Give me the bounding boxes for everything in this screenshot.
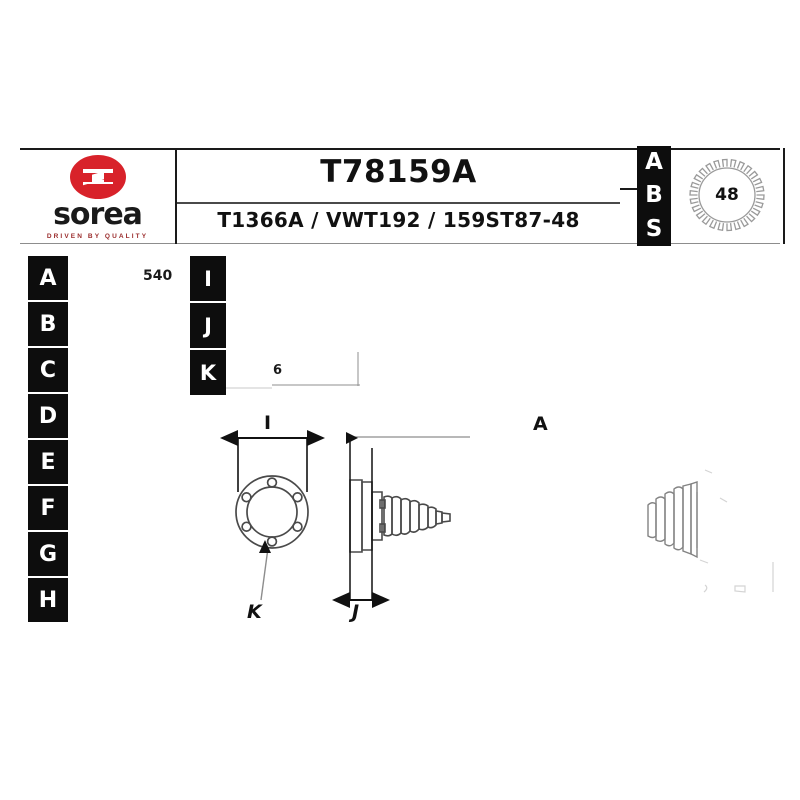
cv-boot-bellows-icon [349,479,451,553]
dimension-letter-d[interactable]: D [28,394,68,440]
dimension-letter-i[interactable]: I [190,256,226,303]
abs-tooth-count: 48 [715,185,739,205]
brand-tagline: DRIVEN BY QUALITY [46,232,149,240]
note-small-dimension: 6 [273,363,283,378]
brand-logo-cell: sorea DRIVEN BY QUALITY [20,150,177,244]
leader-line-k [259,540,271,601]
dimension-letter-g[interactable]: G [28,532,68,578]
dimension-letter-column-secondary: I J K [190,256,226,397]
sorea-s-oval-icon [69,154,126,199]
dimension-letter-a[interactable]: A [28,256,68,302]
dimension-letter-j[interactable]: J [190,303,226,350]
abs-tone-ring-icon [689,158,765,232]
dimension-letter-k[interactable]: K [190,350,226,397]
flange-6-bolt-hole-icon [235,475,309,549]
dimension-letter-column-primary: A B C D E F G H [28,256,68,624]
title-divider [177,202,620,204]
dimension-j-line [332,432,470,608]
label-shaft-overall-a: A [533,413,548,435]
header-band: sorea DRIVEN BY QUALITY T78159A T1366A /… [20,146,785,246]
dimension-letter-e[interactable]: E [28,440,68,486]
title-cell: T78159A T1366A / VWT192 / 159ST87-48 [177,150,620,244]
page-title: T78159A [320,154,477,190]
abs-label-bar: A B S [637,146,671,246]
note-overall-length: 540 [143,268,173,284]
dimension-i-line [220,430,325,492]
label-flange-thickness-j: J [352,601,360,623]
dimension-letter-c[interactable]: C [28,348,68,394]
abs-section: A B S 48 [620,146,800,248]
abs-connector-line [620,188,638,190]
abs-right-edge-line [783,148,785,244]
dimension-letter-h[interactable]: H [28,578,68,624]
label-bolt-hole-k: K [247,601,262,623]
abs-letter-s: S [645,215,663,242]
right-view-artifacts [699,469,774,593]
abs-letter-a: A [645,149,663,176]
cv-boot-faded-icon [647,481,698,559]
brand-wordmark: sorea [53,196,143,232]
dimension-letter-f[interactable]: F [28,486,68,532]
label-flange-width-i: I [264,412,272,434]
part-reference-list: T1366A / VWT192 / 159ST87-48 [217,208,580,232]
upper-construction-lines [226,352,360,389]
abs-letter-b: B [645,182,663,209]
dimension-letter-b[interactable]: B [28,302,68,348]
